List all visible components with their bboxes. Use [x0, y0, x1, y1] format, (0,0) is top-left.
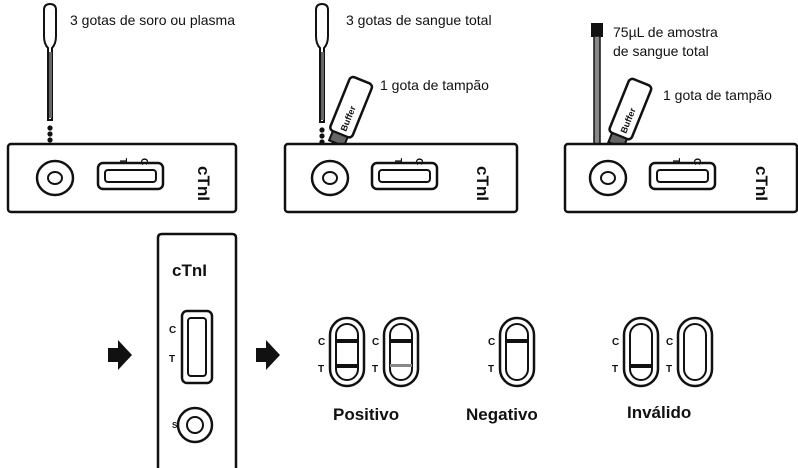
result-positive-label: Positivo	[333, 405, 400, 424]
vertical-cassette-c: C	[169, 325, 176, 336]
panel2-cassette-t: T	[392, 158, 403, 164]
panel2-cassette-c: C	[413, 158, 424, 165]
panel3-capillary-icon	[591, 23, 603, 149]
result-positive2-c: C	[372, 337, 379, 348]
panel2-instruction: 3 gotas de sangue total	[346, 12, 492, 28]
panel3-instruction-line1: 75µL de amostra	[613, 24, 718, 40]
result-invalid-label: Inválido	[627, 403, 692, 422]
panel3-cassette-brand: cTnI	[752, 166, 771, 201]
result-invalid2-c: C	[666, 337, 673, 348]
arrow-right-icon	[256, 340, 280, 370]
result-positive-strip-strong	[328, 316, 366, 388]
vertical-cassette	[156, 232, 238, 468]
panel2-buffer-step: 1 gota de tampão	[380, 77, 489, 93]
panel2-cassette	[283, 142, 519, 214]
arrow-right-icon	[108, 340, 132, 370]
result-invalid-strip-empty	[676, 316, 714, 388]
panel2-dropper-icon	[315, 2, 329, 145]
panel3-cassette-c: C	[691, 158, 702, 165]
result-negative-t: T	[488, 364, 494, 375]
panel1-dropper-icon	[43, 2, 57, 143]
panel3-instruction-line2: de sangue total	[613, 43, 709, 59]
panel1-cassette-t: T	[117, 158, 128, 164]
result-positive-strip-weak	[382, 316, 420, 388]
result-invalid1-c: C	[612, 337, 619, 348]
panel1-instruction: 3 gotas de soro ou plasma	[70, 12, 235, 28]
result-negative-c: C	[488, 337, 495, 348]
panel2-buffer-bottle-icon	[327, 75, 374, 156]
panel2-cassette-brand: cTnI	[473, 166, 492, 201]
result-positive2-t: T	[372, 364, 378, 375]
result-negative-label: Negativo	[466, 405, 538, 424]
panel1-cassette-brand: cTnI	[194, 166, 213, 201]
result-negative-strip	[498, 316, 536, 388]
result-invalid1-t: T	[612, 364, 618, 375]
panel1-cassette	[6, 142, 238, 214]
vertical-cassette-brand: cTnI	[172, 261, 207, 280]
panel3-cassette-t: T	[670, 158, 681, 164]
panel1-cassette-c: C	[138, 158, 149, 165]
panel3-cassette	[563, 142, 798, 214]
result-positive1-c: C	[318, 337, 325, 348]
result-invalid2-t: T	[666, 364, 672, 375]
vertical-cassette-t: T	[169, 354, 175, 365]
panel3-buffer-step: 1 gota de tampão	[663, 87, 772, 103]
result-invalid-strip-t-only	[622, 316, 660, 388]
result-positive1-t: T	[318, 364, 324, 375]
vertical-cassette-s: S	[172, 421, 178, 430]
